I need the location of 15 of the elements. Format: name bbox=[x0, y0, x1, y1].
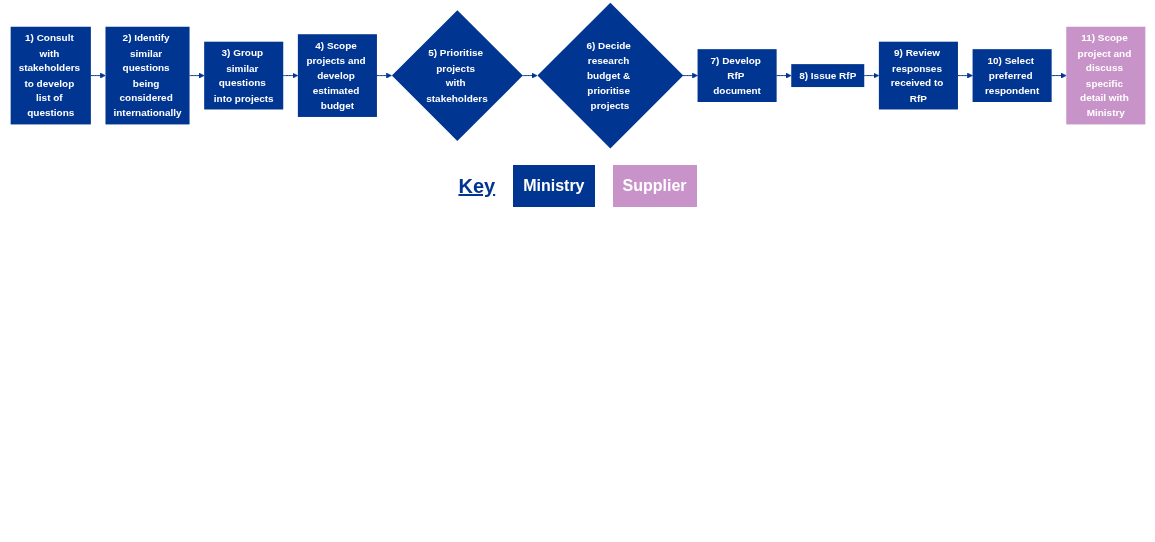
node-box: 1) Consult with stakeholders to develop list of questions bbox=[10, 26, 91, 125]
node-box: 3) Group similar questions into projects bbox=[203, 41, 283, 110]
node-box: 10) Select preferred respondent bbox=[972, 49, 1052, 102]
node-diamond: 6) Decide research budget & prioritise projects bbox=[536, 2, 683, 149]
node-box: 2) Identify similar questions being considered internationally bbox=[105, 26, 190, 125]
node-box: 7) Develop RfP document bbox=[697, 49, 777, 102]
legend-swatch: Supplier bbox=[612, 165, 697, 208]
legend-swatch: Ministry bbox=[513, 165, 595, 208]
node-box: 8) Issue RfP bbox=[790, 64, 864, 88]
arrow bbox=[521, 72, 537, 79]
key-heading: Key bbox=[458, 174, 496, 198]
node-box: 9) Review responses received to RfP bbox=[878, 41, 958, 110]
node-box: 11) Scope project and discuss specific detail with Ministry bbox=[1065, 26, 1145, 125]
node-diamond: 5) Prioritise projects with stakeholders bbox=[391, 10, 523, 142]
node-box: 4) Scope projects and develop estimated budget bbox=[297, 34, 377, 117]
